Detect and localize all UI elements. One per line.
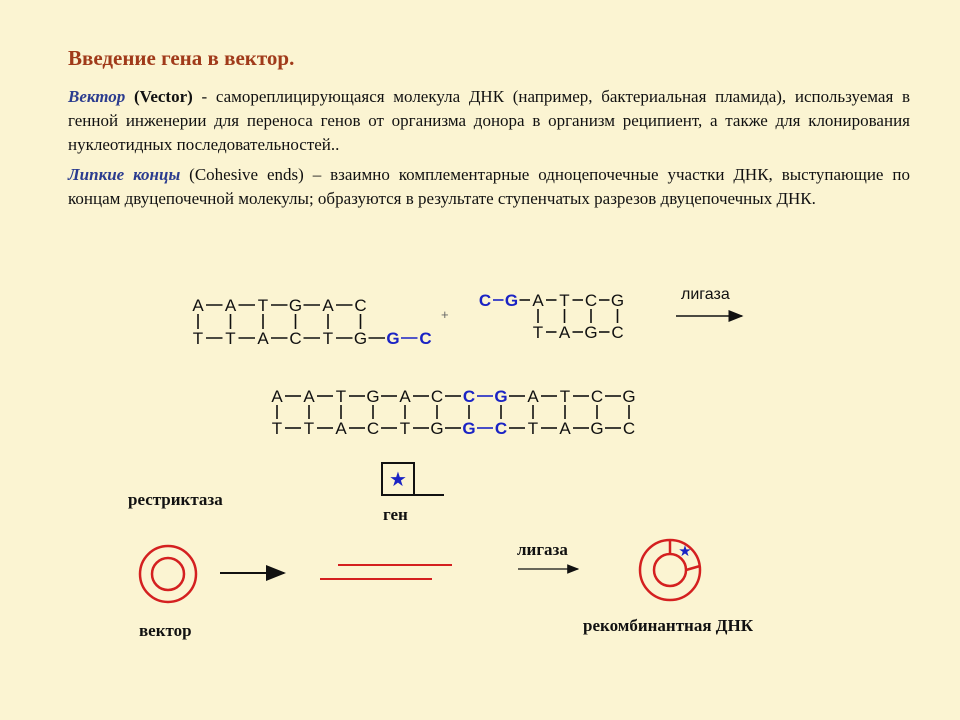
fragment2-top-base: G — [611, 291, 624, 310]
vector-definition: Вектор (Vector) - самореплицирующаяся мо… — [68, 85, 910, 157]
fragment2-top-base: C — [479, 291, 491, 310]
inserted-gene-star-icon: ★ — [678, 544, 691, 560]
joined-top-base: C — [463, 387, 475, 406]
fragment1-bottom-base: A — [257, 329, 269, 348]
fragment2-bottom-base: A — [559, 323, 571, 342]
fragment1-top-base: A — [192, 296, 204, 315]
joined-bottom-base: T — [400, 419, 410, 438]
joined-top-base: C — [591, 387, 603, 406]
cohesive-text: (Cohesive ends) – взаимно комплементарны… — [68, 165, 910, 208]
joined-bottom-base: C — [495, 419, 507, 438]
joined-bottom-base: G — [590, 419, 603, 438]
restrictase-label: рестриктаза — [128, 490, 223, 509]
joined-bottom-base: G — [430, 419, 443, 438]
plus-sign: + — [441, 307, 449, 322]
fragment1-bottom-base: T — [193, 329, 203, 348]
gene-box — [381, 462, 415, 496]
joined-bottom-base: G — [462, 419, 475, 438]
fragment2-bottom-base: G — [584, 323, 597, 342]
cohesive-term: Липкие концы — [68, 165, 181, 184]
joined-top-base: T — [336, 387, 346, 406]
ligase-label-top: лигаза — [681, 286, 730, 303]
joined-top-base: G — [494, 387, 507, 406]
joined-bottom-base: T — [528, 419, 538, 438]
fragment1-bottom-base: C — [289, 329, 301, 348]
joined-bottom-base: A — [335, 419, 347, 438]
fragment1-top-base: G — [289, 296, 302, 315]
gene-label: ген — [383, 505, 408, 524]
fragment1-top-base: A — [225, 296, 237, 315]
fragment1-top-base: T — [258, 296, 268, 315]
fragment2-bottom-base: C — [611, 323, 623, 342]
fragment1-top-base: C — [354, 296, 366, 315]
fragment1-bottom-base: G — [386, 329, 399, 348]
ligase-label-bottom: лигаза — [517, 540, 568, 559]
fragment2-top-base: A — [532, 291, 544, 310]
fragment1-bottom-base: C — [419, 329, 431, 348]
vector-label: вектор — [139, 621, 192, 640]
star-icon: ★ — [389, 469, 407, 491]
joined-top-base: A — [399, 387, 411, 406]
joined-top-base: C — [431, 387, 443, 406]
joined-top-base: T — [560, 387, 570, 406]
fragment2-bottom-base: T — [533, 323, 543, 342]
vector-outer-ring — [138, 544, 198, 604]
joined-top-base: A — [527, 387, 539, 406]
vector-term: Вектор — [68, 87, 126, 106]
joined-bottom-base: T — [272, 419, 282, 438]
fragment2-top-base: T — [559, 291, 569, 310]
fragment1-top-base: A — [322, 296, 334, 315]
fragment1-bottom-base: T — [323, 329, 333, 348]
vector-english: (Vector) — [133, 87, 193, 106]
vector-inner-ring — [150, 556, 186, 592]
joined-top-base: A — [303, 387, 315, 406]
vector-text: - самореплицирующаяся молекула ДНК (напр… — [68, 87, 911, 154]
page-title: Введение гена в вектор. — [68, 46, 295, 70]
cohesive-definition: Липкие концы (Cohesive ends) – взаимно к… — [68, 163, 910, 211]
fragment1-bottom-base: T — [225, 329, 235, 348]
gene-insert-right — [685, 564, 701, 572]
joined-top-base: A — [271, 387, 283, 406]
fragment1-bottom-base: G — [354, 329, 367, 348]
joined-bottom-base: C — [367, 419, 379, 438]
joined-top-base: G — [366, 387, 379, 406]
fragment2-top-base: C — [585, 291, 597, 310]
joined-bottom-base: A — [559, 419, 571, 438]
joined-top-base: G — [622, 387, 635, 406]
joined-bottom-base: C — [623, 419, 635, 438]
fragment2-top-base: G — [505, 291, 518, 310]
recombinant-label: рекомбинантная ДНК — [583, 616, 754, 635]
joined-bottom-base: T — [304, 419, 314, 438]
